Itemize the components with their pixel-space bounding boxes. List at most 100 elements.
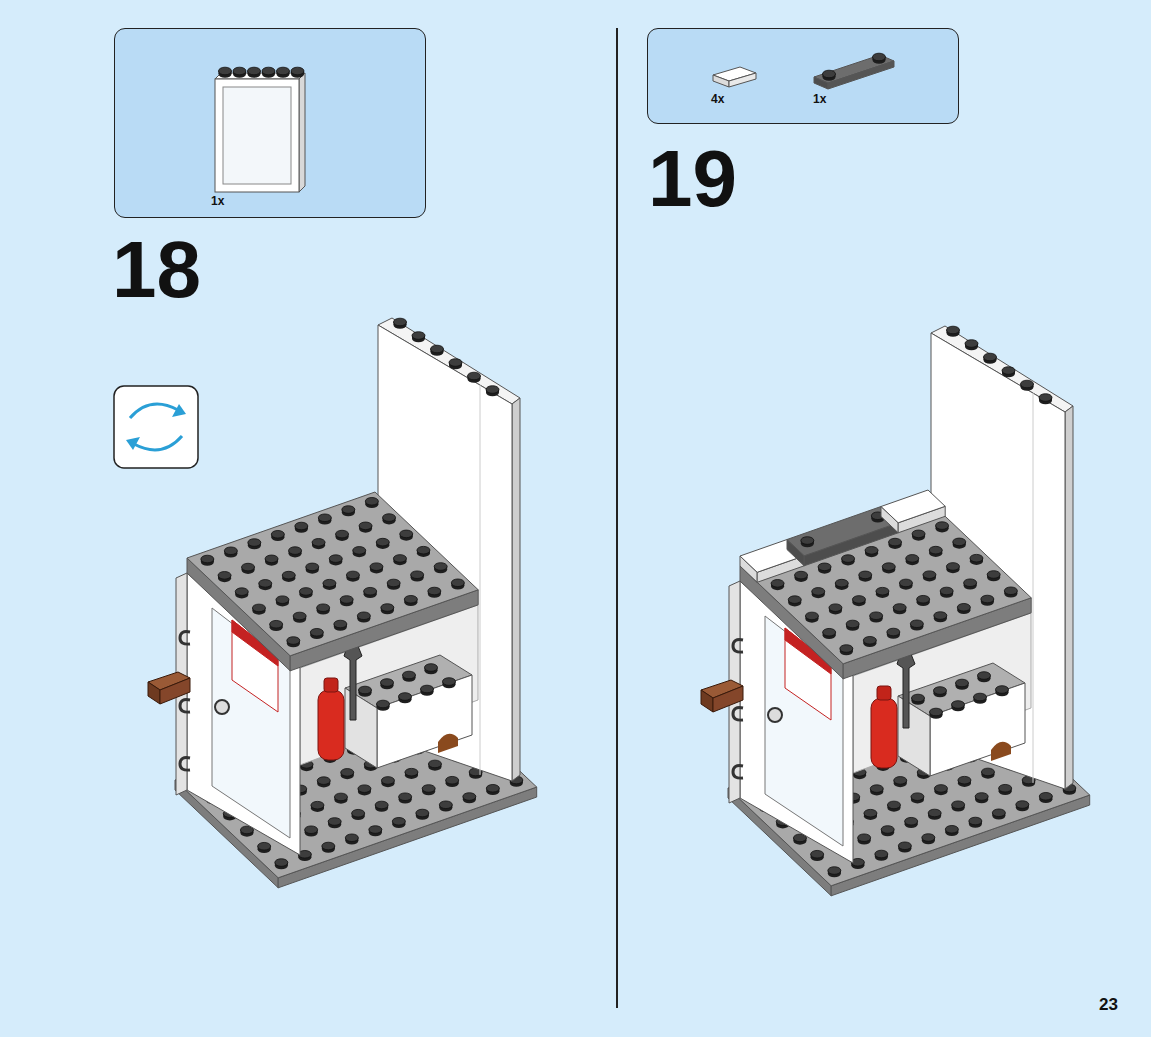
stud-top [299, 588, 312, 596]
stud-top [336, 530, 349, 538]
stud-top [468, 372, 481, 380]
stud-top [218, 572, 231, 580]
wall-side [512, 398, 520, 781]
bench-front [930, 683, 1025, 776]
stud-top [905, 817, 918, 825]
stud-top [428, 760, 441, 768]
stud-top [370, 563, 383, 571]
stud-top [317, 604, 330, 612]
stud-top [417, 546, 430, 554]
stud-top [912, 530, 925, 538]
quantity-label: 4x [711, 93, 724, 105]
upper-plate-top [740, 500, 1031, 664]
stud-top [906, 555, 919, 563]
stud-top [428, 587, 441, 595]
stud-top [912, 694, 925, 702]
rotate-arrow [130, 404, 178, 418]
stud-top [952, 801, 965, 809]
door-knob [768, 708, 782, 722]
stud-top [377, 700, 390, 708]
stud-top [252, 604, 265, 612]
wall-seam [1033, 393, 1034, 783]
stud-top [940, 587, 953, 595]
plate-front [828, 61, 894, 89]
stud-top [394, 318, 407, 326]
stud-top [322, 842, 335, 850]
plank-side [148, 682, 160, 704]
stud-top [364, 587, 377, 595]
stud-top [425, 664, 438, 672]
stud-top [829, 604, 842, 612]
tile-front [729, 73, 756, 87]
stud-top [334, 620, 347, 628]
stud-top [1016, 801, 1029, 809]
hook [733, 708, 743, 721]
stud-top [422, 785, 435, 793]
part-picture [115, 29, 427, 219]
stud-top [311, 801, 324, 809]
stud-top [917, 595, 930, 603]
stud-top [342, 506, 355, 514]
stud-top [893, 604, 906, 612]
canister-top [877, 686, 891, 700]
white-tile-top [881, 490, 945, 523]
stud-top [870, 612, 883, 620]
stud-top [889, 538, 902, 546]
stud-top [910, 620, 923, 628]
stud-top [958, 776, 971, 784]
stud-top [984, 353, 997, 361]
stud-top [381, 679, 394, 687]
quantity-label: 1x [813, 93, 826, 105]
stud-top [383, 514, 396, 522]
stud-top [771, 580, 784, 588]
stud-top [346, 571, 359, 579]
stud-top [823, 70, 836, 78]
stud-top [964, 579, 977, 587]
stud-top [306, 563, 319, 571]
canister-top [324, 678, 338, 692]
stud-top [936, 522, 949, 530]
bench-front [377, 675, 472, 768]
stud-top [434, 563, 447, 571]
stud-top [928, 809, 941, 817]
bench-arch [991, 742, 1011, 761]
stud-top [270, 620, 283, 628]
stud-top [359, 686, 372, 694]
stud-top [334, 793, 347, 801]
stud-top [258, 842, 271, 850]
stud-top [929, 546, 942, 554]
upper-plate-top [187, 492, 478, 656]
stud-top [369, 826, 382, 834]
stud-top [400, 530, 413, 538]
wrench [897, 654, 915, 728]
stud-top [340, 596, 353, 604]
stud-top [439, 801, 452, 809]
stud-top [974, 693, 987, 701]
stud-top [947, 326, 960, 334]
stud-top [411, 571, 424, 579]
stud-top [387, 579, 400, 587]
stud-top [323, 579, 336, 587]
stud-top [934, 687, 947, 695]
stud-top [970, 554, 983, 562]
parts-callout: 1x [114, 28, 426, 218]
stud-top [946, 563, 959, 571]
stud-top [805, 612, 818, 620]
stud-top [956, 679, 969, 687]
part-picture [648, 29, 960, 125]
stud-top [262, 67, 275, 75]
door-knob [215, 700, 229, 714]
stud-top [293, 612, 306, 620]
stud-top [1039, 792, 1052, 800]
stud-top [328, 818, 341, 826]
stud-top [312, 539, 325, 547]
rotate-icon-frame [114, 386, 198, 468]
stud-top [881, 826, 894, 834]
stud-top [930, 708, 943, 716]
stud-top [318, 514, 331, 522]
bench-arch [438, 734, 458, 753]
stud-top [876, 587, 889, 595]
stud-top [463, 793, 476, 801]
stud-top [957, 603, 970, 611]
stud-top [277, 67, 290, 75]
